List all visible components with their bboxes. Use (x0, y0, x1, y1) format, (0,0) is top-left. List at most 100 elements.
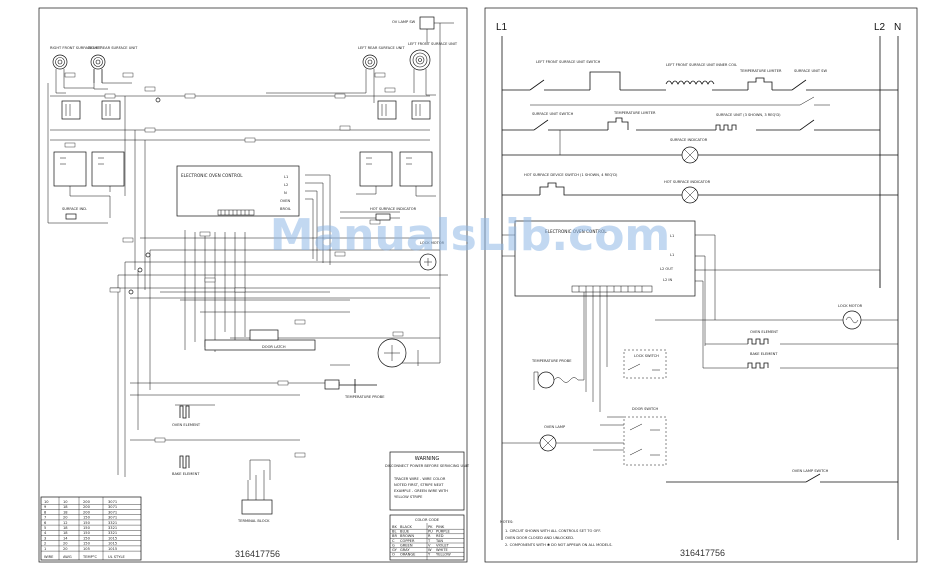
color-code-title: COLOR CODE (415, 518, 440, 522)
wire-table-header: AWG (63, 555, 72, 559)
temperature-probe-left: TEMPERATURE PROBE (324, 379, 385, 399)
color-code-abbr: BK (392, 525, 397, 529)
wire-table-cell: 8 (44, 510, 47, 514)
notes-title: NOTES: (500, 520, 513, 524)
eoc-pin-l1: L1 (284, 175, 288, 179)
temp-limiter2-label: TEMPERATURE LIMITER (613, 111, 656, 115)
wire-table-cell: 7 (44, 516, 46, 520)
right-part-number: 316417756 (680, 548, 725, 558)
wire-table-cell: 150 (83, 531, 91, 535)
infinite-switches-right (359, 151, 433, 187)
electronic-oven-control-left: ELECTRONIC OVEN CONTROL L1 L2 N OVEN BRO… (176, 165, 300, 217)
right-sheet: L1 L2 N LEFT FRONT SURFACE UNIT SWITCH L… (484, 7, 918, 563)
burner-left-front: LEFT FRONT SURFACE UNIT (408, 42, 458, 83)
wire-table-cell: 10 (44, 500, 49, 504)
color-code-name: PURPLE (436, 530, 450, 534)
wire-table-cell: 3071 (108, 516, 117, 520)
oven-lamp-switch-right-label: OVEN LAMP SWITCH (792, 469, 829, 473)
color-code-name: YELLOW (436, 553, 451, 557)
eoc-pin-l2: L2 (284, 183, 288, 187)
burner-left-rear-label: LEFT REAR SURFACE UNIT (358, 46, 405, 50)
wire-table-cell: 4 (44, 531, 47, 535)
eoc-label: ELECTRONIC OVEN CONTROL (181, 173, 243, 178)
oven-lamp-right: OVEN LAMP (502, 425, 624, 452)
wire-table-cell: 18 (63, 510, 68, 514)
color-code-abbr: BL (392, 530, 396, 534)
rail-l1-label: L1 (496, 22, 508, 33)
burner-right-front: RIGHT FRONT SURFACE UNIT (50, 46, 103, 83)
eoc-pin-broil: BROIL (280, 207, 291, 211)
wire-table-cell: 9 (44, 505, 47, 509)
wire-table-cell: 3321 (108, 521, 117, 525)
wire-table-header: WIRE (44, 555, 54, 559)
wire-table-cell: 3321 (108, 531, 117, 535)
color-code-abbr: GY (392, 548, 398, 552)
color-code-abbr: T (427, 539, 431, 543)
switch-blocks-upper-right (377, 100, 431, 120)
temperature-probe-right: TEMPERATURE PROBE (531, 292, 608, 412)
surface-indicator-left: SURFACE IND. (62, 207, 87, 220)
oven-element-left: OVEN ELEMENT (172, 405, 201, 427)
lock-motor-left: LOCK MOTOR (419, 241, 445, 271)
wire-table-cell: 200 (83, 500, 91, 504)
wire-table-header: UL STYLE (108, 555, 125, 559)
wire-table-cell: 1015 (108, 542, 117, 546)
wire-table-cell: 3 (44, 536, 46, 540)
color-code-name: VIOLET (436, 543, 450, 547)
wire-table-cell: 18 (63, 531, 68, 535)
burner-right-front-label: RIGHT FRONT SURFACE UNIT (50, 46, 103, 50)
door-switch-right: DOOR SWITCH (593, 407, 667, 466)
color-code-name: RED (436, 534, 444, 538)
warning-line-4: YELLOW STRIPE (394, 495, 423, 499)
notes-right: NOTES: 1. CIRCUIT SHOWN WITH ALL CONTROL… (500, 520, 613, 547)
wire-table-cell: 150 (83, 516, 91, 520)
color-code-name: TAN (435, 539, 443, 543)
lock-switch-label: LOCK SWITCH (634, 354, 659, 358)
su-unit-label: SURFACE UNIT (3 SHOWN, 3 REQ'D) (716, 113, 781, 117)
oven-element-right-label: OVEN ELEMENT (750, 330, 779, 334)
color-code-abbr: PK (428, 525, 433, 529)
wire-table-cell: 18 (63, 505, 68, 509)
color-code-abbr: C (392, 539, 395, 543)
wire-table-cell: 150 (83, 526, 91, 530)
color-code-abbr: PU (428, 530, 433, 534)
oven-lamp-label: OVEN LAMP (544, 425, 566, 429)
color-code-abbr: BR (392, 534, 397, 538)
burner-left-rear: LEFT REAR SURFACE UNIT (358, 46, 405, 83)
bake-element-right-label: BAKE ELEMENT (750, 352, 778, 356)
eoc-right-pin-4: L2 IN (663, 278, 672, 282)
terminal-block: TERMINAL BLOCK (237, 470, 273, 523)
wire-table-cell: 2 (44, 542, 46, 546)
color-code-name: BLUE (400, 530, 410, 534)
lock-motor-left-label: LOCK MOTOR (420, 241, 445, 245)
notes-line-3: 2. COMPONENTS WITH ✱ DO NOT APPEAR ON AL… (505, 543, 613, 547)
switch-blocks-upper-left (61, 100, 121, 120)
burner-right-rear-label: RIGHT REAR SURFACE UNIT (88, 46, 138, 50)
watermark: ManualsLib.com (270, 210, 671, 261)
wire-table-cell: 200 (83, 510, 91, 514)
color-code-name: GREEN (400, 543, 413, 547)
oven-element-label: OVEN ELEMENT (172, 423, 201, 427)
color-code-name: GRAY (400, 548, 410, 552)
oven-lamp-switch-label: OV LAMP SW (392, 20, 416, 24)
oven-lamp-switch: OV LAMP SW (392, 16, 454, 43)
wire-table-cell: 20 (63, 547, 68, 551)
eoc-right-pin-1: L1 (670, 234, 674, 238)
hot-switch-label: HOT SURFACE DEVICE SWITCH (1 SHOWN, 4 RE… (524, 173, 618, 177)
color-code-abbr: V (428, 543, 431, 547)
lock-motor-right: LOCK MOTOR (715, 304, 898, 330)
oven-element-right: OVEN ELEMENT (705, 330, 898, 345)
rung-surface-unit: SURFACE UNIT SWITCH TEMPERATURE LIMITER … (502, 111, 898, 164)
lock-switch-right: LOCK SWITCH (623, 349, 667, 379)
wire-table-header: TEMP°C (82, 555, 98, 559)
door-switch-label: DOOR SWITCH (632, 407, 658, 411)
wire-table-cell: 150 (83, 536, 91, 540)
wire-table-cell: 6 (44, 521, 47, 525)
eoc-pin-n: N (284, 191, 287, 195)
surface-sw-label: SURFACE UNIT SW (794, 69, 827, 73)
lf-unit-label: LEFT FRONT SURFACE UNIT INNER COIL (666, 63, 737, 67)
warning-line-2: NOTED FIRST, STRIPE NEXT (394, 483, 444, 487)
